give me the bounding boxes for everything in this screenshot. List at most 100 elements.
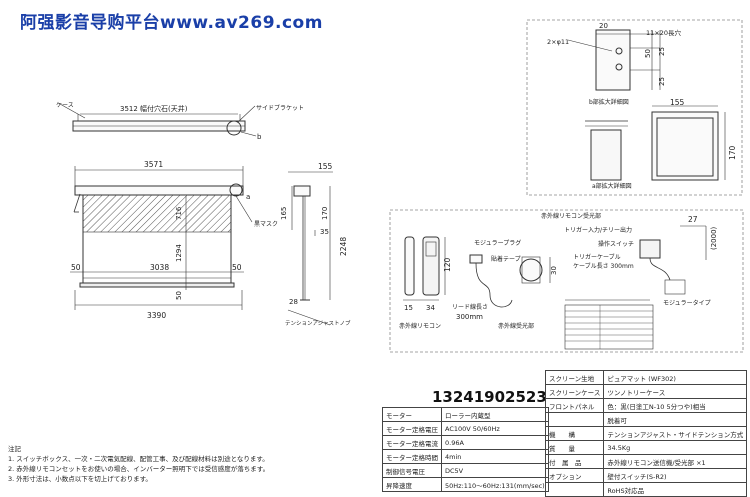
spec-right-value: 色：黒(日塗工N-10 5分つや)相当: [603, 398, 748, 413]
spec-left-label: 制御信号電圧: [382, 463, 442, 478]
spec-right-row: スクリーン生地ピュアマット (WF302): [544, 370, 748, 385]
terminal-table: [564, 304, 654, 350]
remote-dim-15: 15: [404, 304, 413, 312]
spec-right-value: テンションアジャスト・サイドテンション方式: [603, 426, 748, 441]
spec-left-label: モーター定格電圧: [382, 421, 442, 436]
top-width-label: 3512 幅付穴石(天井): [120, 104, 188, 113]
op-switch-label: 操作スイッチ: [598, 240, 634, 248]
front-view: [70, 166, 253, 310]
spec-left-label: モーター定格時間: [382, 449, 442, 464]
note-2: 2. 赤外線リモコンセットをお使いの場合、インバーター照明下では受信感度が落ちま…: [8, 465, 270, 473]
spec-right-value: ツンノトリーケース: [603, 384, 748, 399]
receiver-unit: [639, 239, 661, 259]
detail-a-label: a部拡大詳細図: [592, 182, 632, 190]
spec-left-value: DC5V: [441, 463, 549, 478]
dim-1294: 1294: [175, 244, 183, 262]
tape-label: 貼着テープ: [491, 255, 521, 263]
spec-right-row: フロントパネル色：黒(日塗工N-10 5分つや)相当: [544, 398, 748, 413]
bracket-label: サイドブラケット: [256, 104, 304, 112]
remote-side: [404, 236, 415, 296]
spec-left-label: モーター定格電流: [382, 435, 442, 450]
receiver-dim-27: 27: [688, 215, 698, 224]
remote-label: 赤外線リモコン: [399, 322, 441, 330]
marker-a: a: [246, 193, 250, 201]
front-left-margin: 50: [71, 263, 81, 272]
remote-front: [422, 236, 440, 296]
receiver-bottom-label: 赤外線受光部: [498, 322, 534, 330]
spec-right-label: フロントパネル: [544, 398, 605, 413]
detail-b-dim-25a: 25: [658, 47, 666, 56]
spec-right-value: ピュアマット (WF302): [603, 370, 748, 385]
detail-b: [567, 29, 726, 181]
spec-right-label: スクリーンケース: [544, 384, 605, 399]
marker-b: b: [257, 133, 262, 141]
side-dim-2248: 2248: [339, 237, 348, 256]
spec-right-row: スクリーンケースツンノトリーケース: [544, 384, 748, 399]
modular-connector: [664, 279, 686, 295]
receiver-dim-30: 30: [550, 266, 558, 275]
spec-left-label: モーター: [382, 407, 442, 422]
detail-b-dim-20: 20: [599, 22, 608, 30]
case-label: ケース: [56, 102, 74, 109]
spec-right-label: 質 量: [544, 440, 605, 455]
front-viewable-width: 3038: [150, 263, 169, 272]
receiver-eye: [519, 258, 543, 282]
spec-right-row: 付 属 品赤外線リモコン送信機/受光部 ×1: [544, 454, 748, 469]
bottom-bar: [79, 282, 235, 288]
hole-label: 2×φ11: [547, 38, 569, 46]
spec-right-value: 34.5Kg: [603, 440, 748, 455]
note-1: 1. スイッチボックス、一次・二次電気配線、配管工事、及び配線材料は別途となりま…: [8, 455, 269, 463]
cable-length-label: ケーブル長さ 300mm: [573, 262, 634, 270]
case-front: [74, 185, 244, 196]
spec-right-row: RoHS対応品: [544, 482, 748, 497]
side-dim-170: 170: [321, 207, 329, 220]
side-dim-28: 28: [289, 298, 298, 306]
spec-right-row: 脱着可: [544, 412, 748, 427]
dim-716: 716: [175, 206, 183, 220]
spec-right-value: 脱着可: [603, 412, 748, 427]
notes-title: 注記: [8, 445, 21, 453]
modular-type-label: モジュラータイプ: [663, 299, 711, 307]
spec-right-value: RoHS対応品: [603, 482, 748, 497]
detail-b-dim-50: 50: [644, 49, 652, 58]
spec-right-row: 機 構テンションアジャスト・サイドテンション方式: [544, 426, 748, 441]
side-dim-35: 35: [320, 228, 329, 236]
watermark-text: 阿强影音导购平台www.av269.com: [20, 13, 323, 33]
receiver-dim-2000: (2000): [710, 226, 718, 250]
side-dim-155: 155: [318, 162, 333, 171]
bracket-circle: [226, 120, 242, 136]
tension-knob-label: テンションアジャストノブ: [285, 319, 351, 327]
side-view: [287, 171, 333, 326]
notes-block: 注記 1. スイッチボックス、一次・二次電気配線、配管工事、及び配線材料は別途と…: [8, 444, 269, 484]
black-mask: [82, 194, 232, 233]
top-view: [59, 103, 257, 137]
trigger-label: トリガー入力/チリー出力: [564, 226, 632, 234]
trigger-cable-label: トリガーケーブル: [573, 253, 621, 261]
front-width-bottom: 3390: [147, 311, 166, 320]
spec-left-value: ローラー内蔵型: [441, 407, 549, 422]
detail-b-label: b部拡大詳細図: [589, 98, 629, 106]
modular-plug: [469, 254, 483, 264]
detail-b-box: [526, 19, 743, 196]
spec-right-label: 付 属 品: [544, 454, 605, 469]
front-width-total: 3571: [144, 160, 163, 169]
spec-left-label: 昇降速度: [382, 477, 442, 492]
spec-left-value: 4min: [441, 449, 549, 464]
spec-right-value: 赤外線リモコン送信機/受光部 ×1: [603, 454, 748, 469]
spec-right-value: 壁付スイッチ(S-R2): [603, 468, 748, 483]
detail-a-dim-155: 155: [670, 98, 685, 107]
remote-dim-120: 120: [443, 257, 452, 272]
spec-left-row: モーターローラー内蔵型: [382, 407, 549, 422]
dim-50-vertical: 50: [175, 291, 183, 300]
lead-length-label: リード線長さ: [452, 303, 488, 311]
modular-plug-label: モジュラープラグ: [474, 239, 521, 247]
remote-panel-box: [389, 209, 744, 353]
spec-right-label: 機 構: [544, 426, 605, 441]
note-3: 3. 外形寸法は、小数点以下を切上げております。: [8, 475, 152, 483]
spec-right-row: オプション壁付スイッチ(S-R2): [544, 468, 748, 483]
detail-a-dim-170: 170: [728, 145, 737, 160]
